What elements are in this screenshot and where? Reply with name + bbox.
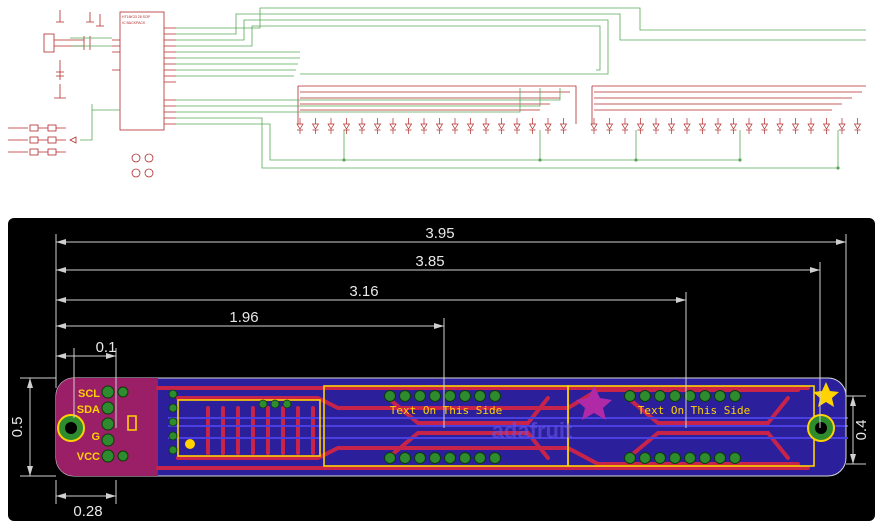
schematic-led-symbol bbox=[389, 118, 397, 134]
dim-pin-offset: 0.1 bbox=[96, 339, 117, 356]
schematic-led-symbol bbox=[358, 118, 366, 134]
display-pin-pad bbox=[669, 390, 681, 402]
pcb-layout-drawing: 3.95 3.85 3.16 1.96 0.1 0.5 0.4 0.28 SCL… bbox=[9, 225, 870, 520]
schematic-led-symbol bbox=[729, 118, 738, 134]
schematic-led-symbol bbox=[420, 118, 428, 134]
display-pin-pad bbox=[474, 452, 486, 464]
schematic-led-symbol bbox=[822, 118, 831, 134]
display-pin-pad bbox=[684, 390, 696, 402]
schematic-led-symbol bbox=[791, 118, 800, 134]
schematic-led-symbol bbox=[838, 118, 846, 134]
dim-overall-length: 3.95 bbox=[425, 225, 454, 242]
schematic-led-symbol bbox=[760, 118, 769, 134]
pcb-layout-panel: 3.95 3.85 3.16 1.96 0.1 0.5 0.4 0.28 SCL… bbox=[8, 218, 875, 521]
schematic-led-symbol bbox=[807, 118, 815, 134]
header-label-scl: SCL bbox=[78, 388, 100, 400]
header-label-g: G bbox=[91, 431, 100, 443]
dim-body-length: 3.85 bbox=[415, 253, 444, 270]
display-pin-pad bbox=[669, 452, 681, 464]
display-pin-pad bbox=[429, 390, 441, 402]
schematic-led-symbol bbox=[373, 118, 382, 134]
schematic-led-symbol bbox=[311, 118, 320, 134]
schematic-led-symbol bbox=[776, 118, 784, 134]
schematic-led-symbol bbox=[683, 118, 691, 134]
schematic-led-symbol bbox=[590, 118, 598, 134]
display-pin-pad bbox=[624, 390, 636, 402]
display-pin-pad bbox=[489, 452, 501, 464]
dim-first-display: 1.96 bbox=[229, 309, 258, 326]
dim-pin-inset: 0.28 bbox=[73, 503, 102, 520]
display-pin-pad bbox=[384, 390, 396, 402]
display-pin-pad bbox=[429, 452, 441, 464]
schematic-led-symbol bbox=[621, 118, 629, 134]
schematic-led-symbol bbox=[296, 118, 304, 134]
schematic-led-symbol bbox=[327, 118, 335, 134]
schematic-led-symbol bbox=[544, 118, 552, 134]
svg-text:HT16K33 28 SOP: HT16K33 28 SOP bbox=[122, 15, 151, 19]
header-label-vcc: VCC bbox=[77, 451, 100, 463]
silkscreen-text-display-1: Text On This Side bbox=[390, 404, 503, 417]
display-pin-pad bbox=[444, 452, 456, 464]
display-pin-pad bbox=[399, 452, 411, 464]
dim-board-height-right: 0.4 bbox=[853, 420, 870, 441]
display-pin-pad bbox=[729, 390, 741, 402]
display-pin-pad bbox=[444, 390, 456, 402]
display-pin-pad bbox=[714, 452, 726, 464]
display-pin-pad bbox=[414, 390, 426, 402]
display-pin-pad bbox=[384, 452, 396, 464]
schematic-led-symbol bbox=[513, 118, 521, 134]
schematic-led-symbol bbox=[714, 118, 722, 134]
schematic-led-symbol bbox=[435, 118, 444, 134]
schematic-led-symbol bbox=[667, 118, 676, 134]
display-pin-pad bbox=[654, 390, 666, 402]
schematic-led-symbol bbox=[528, 118, 537, 134]
header-label-sda: SDA bbox=[77, 404, 100, 416]
schematic-led-symbol bbox=[559, 118, 568, 134]
silkscreen-text-display-2: Text On This Side bbox=[638, 404, 751, 417]
display-pin-pad bbox=[474, 390, 486, 402]
schematic-diagram: HT16K33 28 SOP IC BACKPACK bbox=[8, 7, 866, 178]
schematic-led-symbol bbox=[698, 118, 707, 134]
display-pin-pad bbox=[459, 452, 471, 464]
svg-text:IC BACKPACK: IC BACKPACK bbox=[122, 21, 146, 25]
display-pin-pad bbox=[639, 390, 651, 402]
schematic-led-symbol bbox=[636, 118, 645, 134]
schematic-led-symbol bbox=[404, 118, 413, 134]
display-pin-pad bbox=[459, 390, 471, 402]
schematic-led-symbol bbox=[853, 118, 862, 134]
dim-board-height: 0.5 bbox=[9, 417, 26, 438]
schematic-led-symbol bbox=[466, 118, 475, 134]
adafruit-flower-logo-icon bbox=[576, 386, 612, 420]
display-pin-pad bbox=[414, 452, 426, 464]
display-pin-pad bbox=[624, 452, 636, 464]
schematic-led-symbol bbox=[605, 118, 614, 134]
display-pin-pad bbox=[714, 390, 726, 402]
display-pin-pad bbox=[639, 452, 651, 464]
display-pin-pad bbox=[654, 452, 666, 464]
schematic-led-symbol bbox=[497, 118, 506, 134]
schematic-led-symbol bbox=[482, 118, 490, 134]
display-pin-pad bbox=[699, 452, 711, 464]
display-pin-pad bbox=[729, 452, 741, 464]
schematic-led-symbol bbox=[342, 118, 351, 134]
display-pin-pad bbox=[684, 452, 696, 464]
display-pin-pad bbox=[489, 390, 501, 402]
schematic-led-symbol bbox=[745, 118, 753, 134]
schematic-led-symbol bbox=[451, 118, 459, 134]
display-pin-pad bbox=[699, 390, 711, 402]
adafruit-logo-text: adafruit bbox=[492, 418, 573, 443]
schematic-led-symbol bbox=[652, 118, 660, 134]
dim-second-display: 3.16 bbox=[349, 283, 378, 300]
display-pin-pad bbox=[399, 390, 411, 402]
